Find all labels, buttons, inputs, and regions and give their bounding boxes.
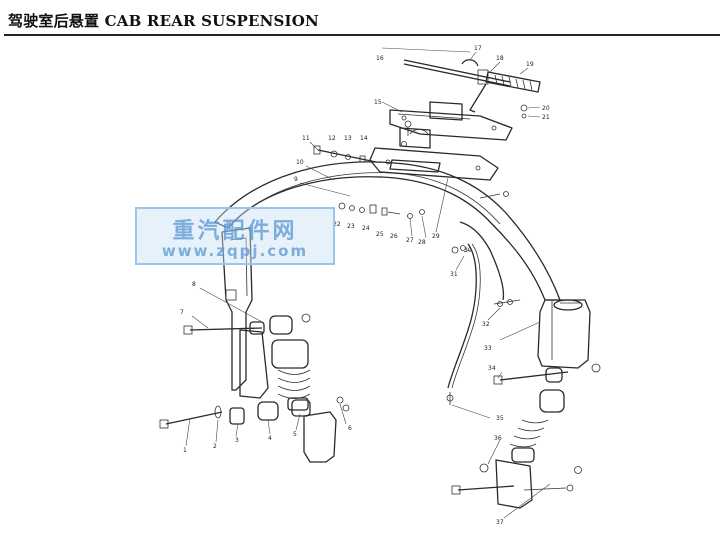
callout-24: 24 [362, 225, 370, 232]
callout-12: 12 [328, 135, 336, 142]
callout-1: 1 [183, 447, 187, 454]
callout-11: 11 [302, 135, 310, 142]
pin-set-upper [401, 120, 412, 147]
callout-25: 25 [376, 231, 384, 238]
title-english: CAB REAR SUSPENSION [104, 12, 319, 30]
callout-36: 36 [494, 435, 502, 442]
callout-5: 5 [293, 431, 297, 438]
callout-6: 6 [348, 425, 352, 432]
callout-29: 29 [432, 233, 440, 240]
callout-33: 33 [484, 345, 492, 352]
callout-32: 32 [482, 321, 490, 328]
callout-21: 21 [542, 114, 550, 121]
callout-16: 16 [376, 55, 384, 62]
callout-37: 37 [496, 519, 504, 526]
center-small-parts [338, 191, 509, 219]
watermark-url: www.zqpj.com [161, 242, 309, 260]
callout-35: 35 [496, 415, 504, 422]
callout-23: 23 [347, 223, 355, 230]
watermark-stamp: 重汽配件网 www.zqpj.com [135, 207, 335, 265]
linkage-rod [446, 243, 521, 405]
watermark-brand: 重汽配件网 [172, 219, 298, 244]
callout-22: 22 [333, 221, 341, 228]
bolt-11-fasteners [313, 145, 377, 163]
right-bracket [537, 299, 591, 369]
callout-13: 13 [344, 135, 352, 142]
callout-27: 27 [406, 237, 414, 244]
title-chinese: 驾驶室后悬置 [8, 12, 100, 30]
callout-30: 30 [464, 247, 472, 254]
page-title: 驾驶室后悬置 CAB REAR SUSPENSION [8, 10, 319, 31]
right-shock-absorber [451, 363, 601, 509]
leader-lines [185, 47, 551, 519]
callout-26: 26 [390, 233, 398, 240]
callout-10: 10 [296, 159, 304, 166]
callout-28: 28 [418, 239, 426, 246]
callout-31: 31 [450, 271, 458, 278]
callout-4: 4 [268, 435, 272, 442]
callout-labels: 1 2 3 4 5 6 7 8 9 10 11 12 13 14 15 16 1… [180, 45, 550, 526]
callout-19: 19 [526, 61, 534, 68]
callout-18: 18 [496, 55, 504, 62]
callout-17: 17 [474, 45, 482, 52]
callout-3: 3 [235, 437, 239, 444]
left-shock-absorber [159, 313, 350, 463]
callout-8: 8 [192, 281, 196, 288]
callout-2: 2 [213, 443, 217, 450]
lower-plate [369, 127, 499, 181]
callout-20: 20 [542, 105, 550, 112]
callout-15: 15 [374, 99, 382, 106]
callout-34: 34 [488, 365, 496, 372]
callout-14: 14 [360, 135, 368, 142]
title-underline [4, 34, 720, 36]
callout-9: 9 [294, 176, 298, 183]
top-lever-assembly [403, 59, 541, 119]
upper-plate [389, 101, 513, 141]
callout-7: 7 [180, 309, 184, 316]
